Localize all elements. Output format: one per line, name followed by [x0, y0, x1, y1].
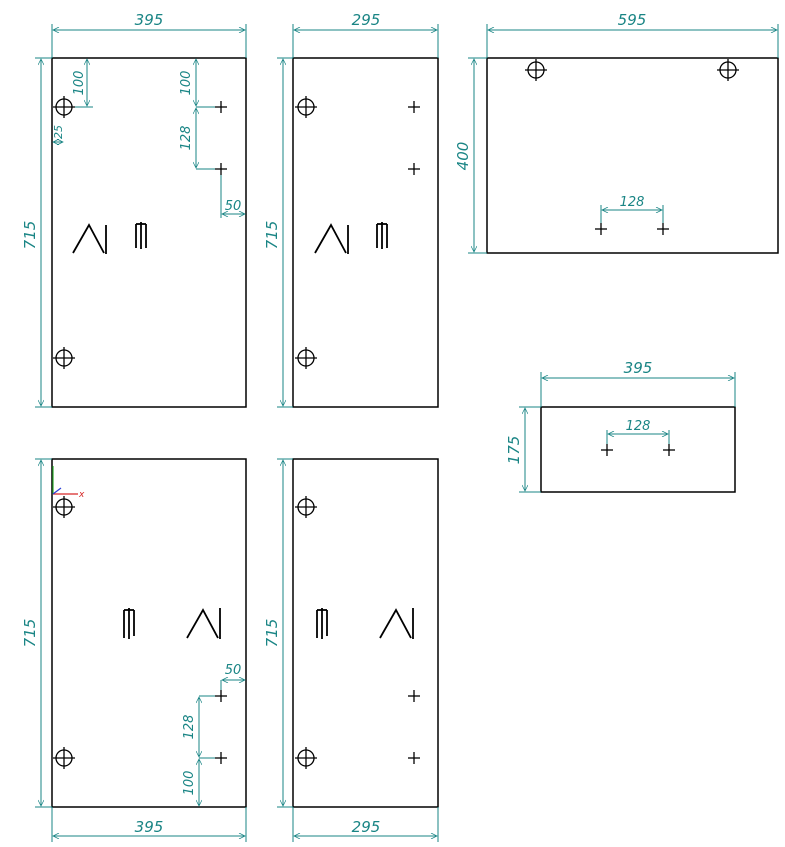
panel-3-hole-spacing-label: 128 — [620, 195, 645, 210]
panel-5-hole-edge-label: 50 — [225, 663, 242, 678]
panel-1-hole-spacing-label: 128 — [179, 126, 194, 151]
panel-3-outline — [486, 57, 779, 254]
panel-1-hole-edge-label: 50 — [225, 199, 242, 214]
panel-4-width-label: 395 — [624, 359, 653, 377]
panel-2-edge-symbols: ⋀ ⥮ — [350, 243, 352, 245]
panel-3-width-label: 595 — [618, 11, 647, 29]
hinge-hole-icon — [295, 347, 317, 369]
panel-2: 295 715 ⋀ ⥮ — [263, 11, 439, 408]
panel-5-outline — [51, 458, 247, 808]
handle-hole-icon — [663, 444, 675, 456]
panel-2-outline — [292, 57, 439, 408]
panel-6-outline — [292, 458, 439, 808]
panel-3: 595 400 128 — [454, 11, 779, 254]
panel-1-hole-top-label: 100 — [179, 71, 194, 96]
panel-1-width-dimension — [51, 24, 247, 58]
panel-6: 295 715 ⥮ ⋀ — [263, 458, 439, 842]
panel-1-hole-dimensions — [196, 59, 245, 218]
handle-hole-icon — [215, 101, 227, 113]
panel-2-height-dimension — [277, 57, 293, 408]
panel-4-height-dimension — [519, 406, 541, 493]
edge-banding-icon — [72, 222, 147, 254]
panel-5: 395 715 x ⥮ ⋀ — [21, 458, 247, 842]
panel-2-width-dimension — [292, 24, 439, 58]
panel-1-height-label: 715 — [21, 221, 39, 250]
panel-3-height-label: 400 — [454, 142, 472, 171]
panel-5-width-dimension — [51, 807, 247, 842]
handle-hole-icon — [215, 752, 227, 764]
edge-banding-icon — [123, 608, 221, 639]
panel-5-hole-bottom-label: 100 — [182, 771, 197, 796]
panel-1-height-dimension — [35, 57, 52, 408]
panel-4-height-label: 175 — [505, 436, 523, 465]
panel-1-outline — [51, 57, 247, 408]
edge-banding-icon — [316, 608, 414, 639]
panel-4-hole-spacing-label: 128 — [626, 419, 651, 434]
panel-5-hole-spacing-label: 128 — [182, 715, 197, 740]
panel-5-edge-symbols: ⥮ ⋀ — [150, 629, 152, 631]
handle-hole-icon — [601, 444, 613, 456]
panel-1-edge-symbols: ⋀ ⥮ — [110, 243, 112, 245]
panel-4-outline — [540, 406, 736, 493]
panel-1-hinge-edge-label: 25 — [52, 125, 65, 139]
panel-6-width-dimension — [292, 807, 439, 842]
handle-hole-icon — [215, 690, 227, 702]
panel-6-width-label: 295 — [352, 818, 381, 836]
panel-1-width-label: 395 — [135, 11, 164, 29]
panel-5-width-label: 395 — [135, 818, 164, 836]
panel-2-width-label: 295 — [352, 11, 381, 29]
panel-3-height-dimension — [468, 57, 487, 254]
panel-5-height-dimension — [35, 458, 52, 808]
handle-hole-icon — [657, 223, 669, 235]
panel-6-edge-symbols: ⥮ ⋀ — [360, 629, 362, 631]
handle-hole-icon — [408, 101, 420, 113]
handle-hole-icon — [215, 163, 227, 175]
hinge-hole-icon — [295, 496, 317, 518]
axis-x-label: x — [78, 490, 85, 500]
axis-triad-icon — [52, 466, 78, 495]
hinge-hole-icon — [53, 496, 75, 518]
hinge-hole-icon — [53, 347, 75, 369]
panel-3-width-dimension — [486, 24, 779, 58]
panel-6-height-label: 715 — [263, 619, 281, 648]
handle-hole-icon — [408, 690, 420, 702]
hinge-hole-icon — [295, 747, 317, 769]
handle-hole-icon — [408, 752, 420, 764]
edge-banding-icon — [314, 222, 388, 254]
panel-4: 395 175 128 — [505, 359, 736, 493]
hinge-hole-icon — [717, 59, 739, 81]
panel-1-hinge-top-label: 100 — [72, 71, 87, 96]
hinge-hole-icon — [525, 59, 547, 81]
panel-5-hole-dimensions — [199, 680, 245, 806]
handle-hole-icon — [408, 163, 420, 175]
hinge-hole-icon — [53, 747, 75, 769]
panel-4-width-dimension — [540, 372, 736, 407]
panel-1: 395 715 100 25 100 128 50 — [21, 11, 247, 408]
handle-hole-icon — [595, 223, 607, 235]
panel-6-height-dimension — [277, 458, 293, 808]
panel-5-height-label: 715 — [21, 619, 39, 648]
hinge-hole-icon — [295, 96, 317, 118]
panel-2-height-label: 715 — [263, 221, 281, 250]
hinge-hole-icon — [53, 96, 75, 118]
